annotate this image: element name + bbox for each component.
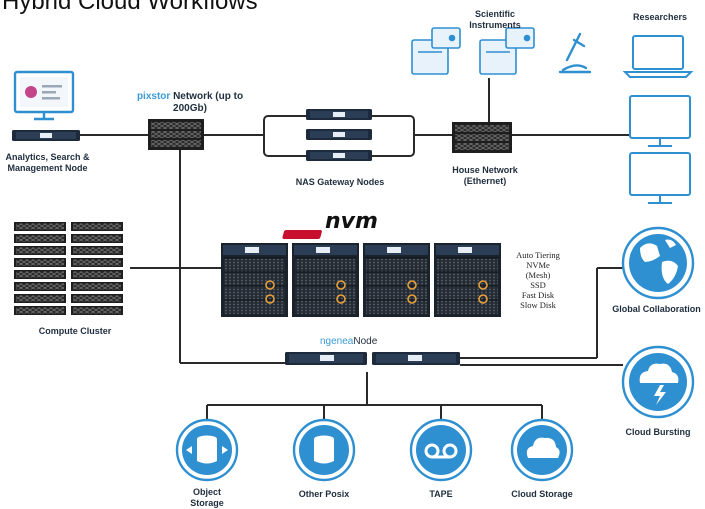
nvm-express-logo: nvm EXPRESS — [282, 209, 389, 239]
pixstor-switch — [148, 119, 204, 150]
nas-server — [306, 150, 372, 161]
pixstor-network-line1: Network (up to — [173, 91, 244, 102]
compute-node — [71, 246, 123, 255]
storage-chassis — [221, 243, 288, 317]
compute-node — [14, 270, 66, 279]
ngenea-server — [372, 352, 460, 365]
researchers — [622, 35, 694, 204]
nas-server — [306, 109, 372, 120]
compute-node — [71, 282, 123, 291]
analytics-line2: Management Node — [7, 163, 88, 173]
tape-icon — [409, 418, 473, 482]
label-compute-cluster: Compute Cluster — [38, 326, 112, 336]
tier-slow-disk: Slow Disk — [520, 300, 556, 310]
pixstor-brand: pixstor — [136, 91, 171, 102]
label-analytics-node: Analytics, Search & Management Node — [0, 152, 95, 174]
microscope-icon — [558, 32, 592, 74]
label-ngenea-node: ngeneaNode — [320, 336, 410, 347]
globe-icon — [621, 226, 695, 300]
compute-node — [71, 258, 123, 267]
compute-node — [71, 294, 123, 303]
page-title: Hybrid Cloud Workflows — [2, 0, 258, 15]
analytics-monitor-icon — [13, 70, 75, 121]
house-network-switch — [452, 122, 512, 153]
lab-instrument-icon — [479, 27, 535, 75]
house-network-line2: (Ethernet) — [463, 176, 507, 186]
nas-gateway-servers — [306, 109, 372, 161]
label-global-collaboration: Global Collaboration — [612, 304, 701, 314]
label-researchers: Researchers — [632, 12, 688, 22]
ngenea-server — [285, 352, 367, 365]
compute-node — [14, 258, 66, 267]
monitor-icon — [629, 95, 691, 147]
scientific-instruments — [411, 27, 592, 75]
connection-lines — [80, 78, 630, 420]
laptop-icon — [622, 35, 694, 78]
compute-node — [14, 294, 66, 303]
object-storage-line2: Storage — [190, 498, 224, 508]
storage-chassis — [434, 243, 501, 317]
label-cloud-bursting: Cloud Bursting — [625, 427, 691, 437]
compute-node — [71, 222, 123, 231]
monitor-icon — [629, 152, 691, 204]
house-network-line1: House Network — [452, 165, 518, 175]
cloud-icon — [510, 418, 574, 482]
label-object-storage: Object Storage — [177, 487, 237, 509]
label-scientific-instruments: Scientific Instruments — [469, 9, 521, 30]
storage-chassis — [363, 243, 430, 317]
ngenea-node-text: Node — [353, 336, 378, 347]
analytics-line1: Analytics, Search & — [5, 152, 90, 162]
label-tape: TAPE — [429, 489, 453, 499]
compute-node — [14, 246, 66, 255]
label-house-network: House Network (Ethernet) — [440, 165, 530, 187]
label-other-posix: Other Posix — [298, 489, 350, 499]
tier-mesh: (Mesh) — [525, 270, 551, 280]
storage-chassis — [292, 243, 359, 317]
pixstor-network-line2: 200Gb) — [173, 103, 207, 114]
database-icon — [292, 418, 356, 482]
compute-node — [14, 306, 66, 315]
compute-node — [71, 306, 123, 315]
storage-array — [221, 243, 501, 317]
nvm-express-text: EXPRESS — [354, 231, 389, 239]
compute-node — [14, 282, 66, 291]
cloud-lightning-icon — [621, 345, 695, 419]
compute-cluster — [14, 222, 123, 315]
object-storage-icon — [175, 418, 239, 482]
tier-fast-disk: Fast Disk — [521, 290, 555, 300]
label-pixstor-network: pixstor Network (up to 200Gb) — [120, 91, 260, 115]
compute-node — [71, 270, 123, 279]
ngenea-brand: ngenea — [320, 336, 354, 347]
ngenea-node-servers — [285, 352, 460, 365]
nvm-logo-text: nvm — [325, 209, 378, 234]
compute-node — [14, 234, 66, 243]
nas-server — [306, 129, 372, 140]
label-nas-gateway: NAS Gateway Nodes — [295, 177, 385, 187]
compute-node — [71, 234, 123, 243]
tier-auto-tiering: Auto Tiering — [516, 250, 560, 260]
tier-nvme: NVMe — [526, 260, 550, 270]
label-cloud-storage: Cloud Storage — [511, 489, 573, 499]
object-storage-line1: Object — [192, 487, 221, 497]
storage-tier-list: Auto Tiering NVMe (Mesh) SSD Fast Disk S… — [508, 250, 568, 310]
tier-ssd: SSD — [530, 280, 546, 290]
lab-instrument-icon — [411, 27, 461, 75]
analytics-server — [12, 130, 80, 141]
compute-node — [14, 222, 66, 231]
